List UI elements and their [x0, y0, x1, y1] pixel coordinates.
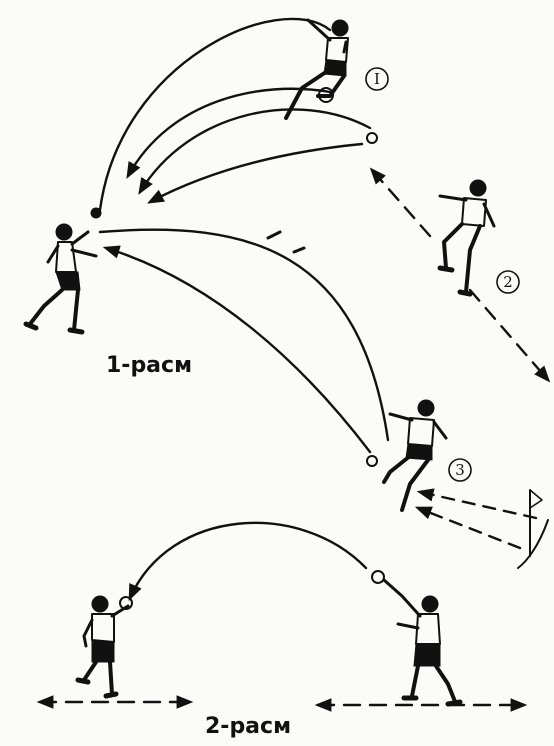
player-1	[284, 18, 349, 120]
trajectory-marks	[266, 230, 306, 254]
player-1-number: I	[365, 67, 389, 91]
trajectory-return-player-3	[102, 245, 372, 454]
run-arrow-player-2-up	[369, 167, 432, 238]
player-3-number: 3	[448, 458, 472, 482]
svg-text:I: I	[374, 70, 380, 88]
svg-text:2: 2	[503, 273, 513, 291]
corner-arc	[517, 519, 549, 569]
goalkeeper-fig1	[23, 223, 98, 335]
player-3	[382, 399, 448, 512]
trajectory-return-3	[147, 142, 364, 204]
ball-thrower	[371, 570, 385, 584]
trajectory-high-arc	[98, 17, 332, 212]
trajectory-to-player-3	[98, 228, 390, 442]
ball-catcher	[119, 596, 133, 610]
throw-arc	[128, 521, 368, 602]
figure-2-caption: 2-расм	[205, 714, 292, 739]
ball-player-1	[318, 87, 334, 103]
trajectory-return-2	[138, 108, 372, 195]
catcher-fig2	[75, 595, 130, 699]
run-arrow-player-2-down	[468, 288, 551, 383]
corner-arrow-lower	[414, 506, 522, 550]
ball-player-3	[366, 455, 378, 467]
ball-goalkeeper	[90, 207, 102, 219]
player-2-number: 2	[496, 270, 520, 294]
corner-flag	[529, 489, 543, 557]
ball-start-1	[366, 132, 378, 144]
svg-text:3: 3	[455, 461, 465, 479]
corner-arrow-upper	[416, 488, 538, 520]
player-2	[437, 179, 496, 297]
trajectory-return-1	[126, 87, 332, 179]
figure-1-caption: 1-расм	[106, 353, 193, 378]
thrower-fig2	[382, 578, 463, 707]
